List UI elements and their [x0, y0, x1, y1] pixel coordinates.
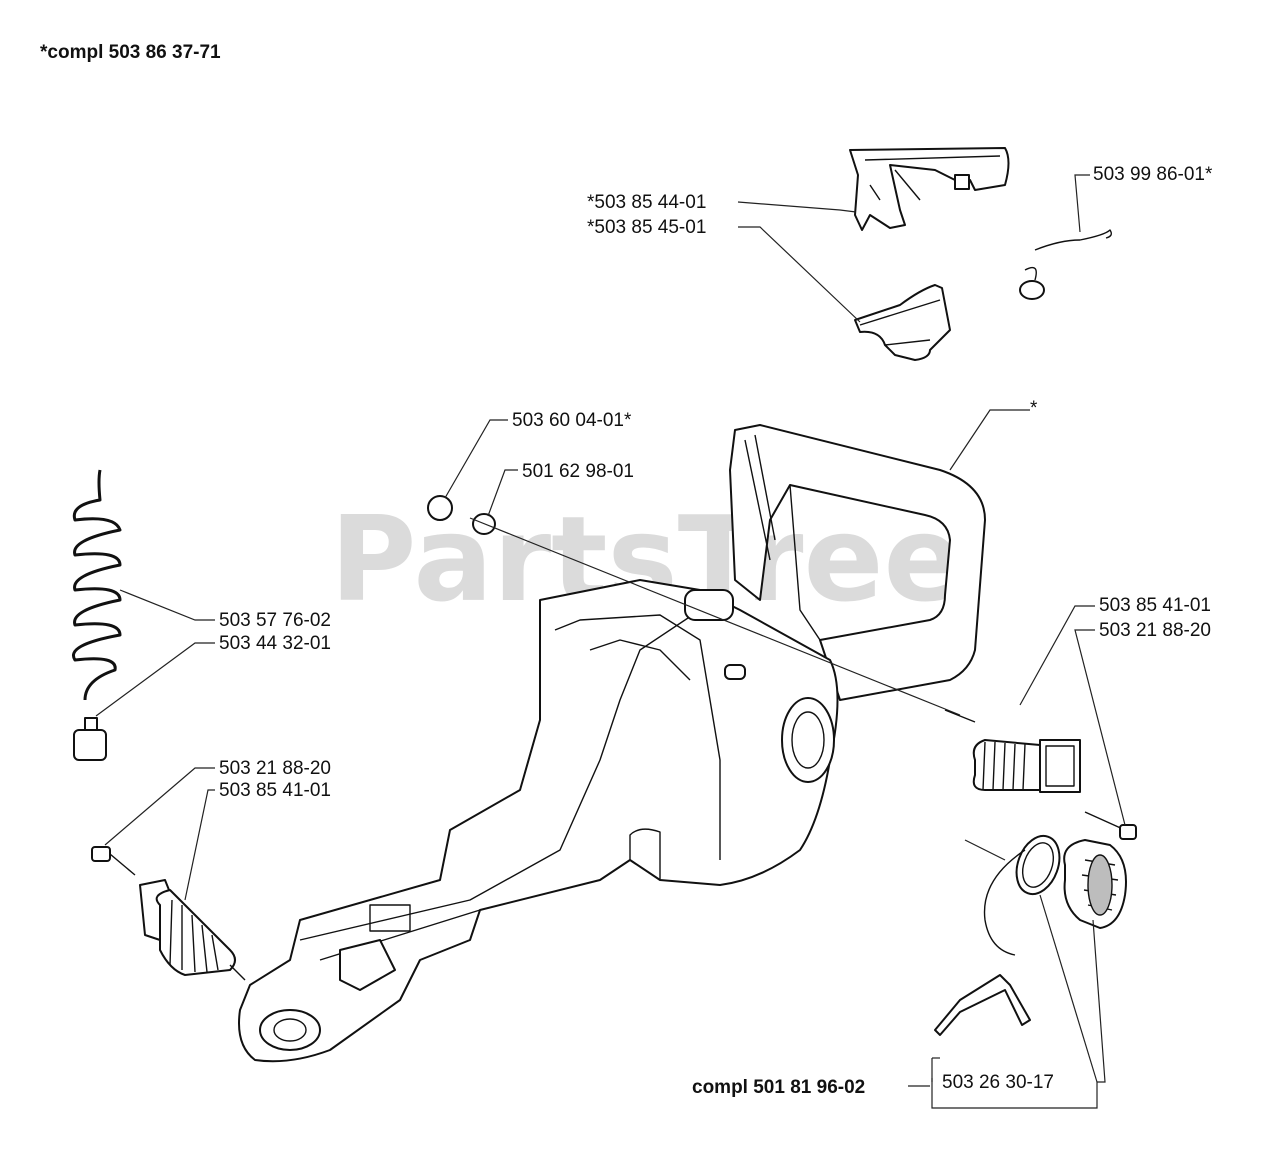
callout-lockout: *503 85 45-01 [587, 217, 706, 238]
leader-sleeve [487, 469, 518, 517]
callout-av-spring-left: 503 85 41-01 [219, 780, 331, 801]
screw-left [91, 846, 136, 876]
throttle-trigger [849, 147, 1010, 231]
callout-screw-left: 503 21 88-20 [219, 758, 331, 779]
fuel-hose [72, 469, 122, 701]
leader-bushing [444, 419, 508, 499]
leader-screw-right [1074, 629, 1126, 826]
leader-handle [949, 409, 1030, 471]
callout-screw-right: 503 21 88-20 [1099, 620, 1211, 641]
screw-right [1084, 811, 1137, 840]
leader-spring-wire [1074, 174, 1090, 233]
av-spring-right [944, 709, 1081, 793]
spring-wire [1019, 229, 1113, 300]
fuel-cap-assembly [934, 834, 1127, 1036]
leader-screw-left [104, 767, 215, 846]
leader-cap-cord [964, 839, 1006, 861]
callout-sleeve: 501 62 98-01 [522, 461, 634, 482]
callout-bushing: 503 60 04-01* [512, 410, 632, 431]
leader-lockout [738, 226, 861, 323]
leader-cap-gasket [1039, 894, 1098, 1083]
leader-av-spring-left [184, 789, 215, 901]
callout-spring-wire: 503 99 86-01* [1093, 164, 1213, 185]
fuel-filter [73, 717, 107, 761]
assembly-label: *compl 503 86 37-71 [40, 42, 221, 63]
av-spring-left [139, 879, 246, 981]
leader-fuel-filter [95, 642, 215, 717]
leader-cap-bracket [931, 919, 1106, 1109]
leader-av-spring-right [1019, 605, 1095, 706]
callout-handle: * [1030, 398, 1038, 419]
leader-trigger [737, 201, 857, 213]
rear-handle-fuel-tank [238, 424, 986, 1063]
bushing [427, 495, 453, 521]
throttle-lockout [854, 284, 951, 361]
leader-fuel-hose [119, 589, 215, 621]
leader-axis-line [469, 517, 961, 716]
callout-trigger: *503 85 44-01 [587, 192, 706, 213]
callout-fuel-filter: 503 44 32-01 [219, 633, 331, 654]
callout-av-spring-right: 503 85 41-01 [1099, 595, 1211, 616]
callout-fuel-cap: 503 26 30-17 [942, 1072, 1054, 1093]
cap-assembly-label: compl 501 81 96-02 [692, 1077, 865, 1098]
callout-fuel-hose: 503 57 76-02 [219, 610, 331, 631]
